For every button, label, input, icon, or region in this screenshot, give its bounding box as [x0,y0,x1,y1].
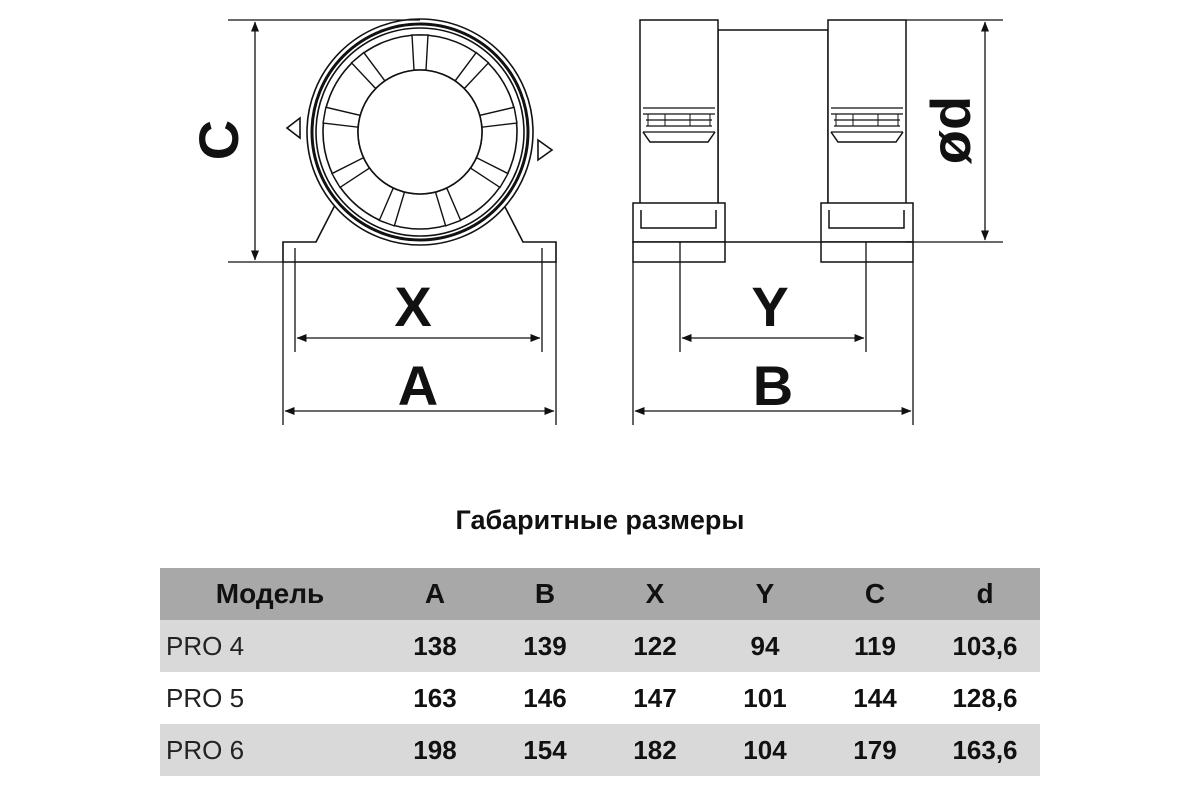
cell-b: 146 [490,672,600,724]
dimension-d [906,19,1003,243]
cell-a: 163 [380,672,490,724]
cell-y: 101 [710,672,820,724]
cell-x: 147 [600,672,710,724]
table-row: PRO 5 163 146 147 101 144 128,6 [160,672,1040,724]
header-a: A [380,568,490,620]
cell-model: PRO 4 [160,620,380,672]
table-header-row: Модель A B X Y C d [160,568,1040,620]
header-x: X [600,568,710,620]
dimension-b [632,262,914,425]
label-b: B [753,354,793,417]
label-a: A [398,354,438,417]
cell-d: 128,6 [930,672,1040,724]
dimensions-table: Модель A B X Y C d PRO 4 138 139 122 94 … [160,568,1040,776]
cell-x: 122 [600,620,710,672]
cell-d: 103,6 [930,620,1040,672]
dimension-c [228,19,420,263]
cell-y: 104 [710,724,820,776]
cell-model: PRO 5 [160,672,380,724]
cell-c: 144 [820,672,930,724]
header-d: d [930,568,1040,620]
table-row: PRO 6 198 154 182 104 179 163,6 [160,724,1040,776]
cell-a: 138 [380,620,490,672]
cell-y: 94 [710,620,820,672]
header-y: Y [710,568,820,620]
header-model: Модель [160,568,380,620]
cell-d: 163,6 [930,724,1040,776]
cell-a: 198 [380,724,490,776]
dimension-drawing: C X A [187,18,1003,425]
cell-b: 139 [490,620,600,672]
cell-b: 154 [490,724,600,776]
header-b: B [490,568,600,620]
fan-front-view [282,18,557,263]
header-c: C [820,568,930,620]
label-d: ød [919,96,982,164]
label-y: Y [751,275,788,338]
label-x: X [394,275,431,338]
cell-model: PRO 6 [160,724,380,776]
cell-x: 182 [600,724,710,776]
label-c: C [187,120,250,160]
fan-side-view [632,19,914,263]
table-title: Габаритные размеры [455,505,745,535]
cell-c: 119 [820,620,930,672]
dimension-x [294,248,543,352]
dimension-a [282,262,557,425]
dimension-y [679,242,867,352]
cell-c: 179 [820,724,930,776]
table-row: PRO 4 138 139 122 94 119 103,6 [160,620,1040,672]
